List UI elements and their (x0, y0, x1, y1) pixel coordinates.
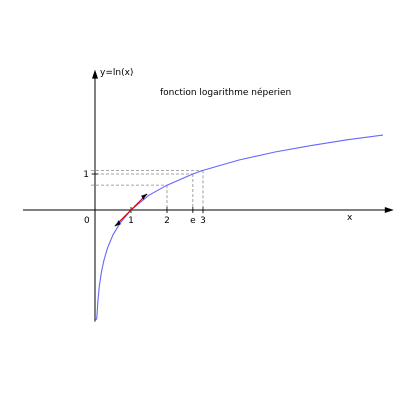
y-tick-label: 1 (83, 170, 89, 180)
axes (23, 69, 394, 322)
y-axis-label: y=ln(x) (100, 68, 133, 78)
guide-lines (91, 169, 204, 214)
x-axis-label: x (347, 213, 353, 223)
x-axis-arrow (384, 207, 394, 213)
y-axis-arrow (92, 69, 98, 79)
origin-label: 0 (84, 216, 90, 226)
labels: fonction logarithme néperien y=ln(x) x 0 (84, 68, 353, 226)
tangent-arrow-end (141, 193, 148, 200)
x-tick-label: 2 (164, 216, 170, 226)
x-tick-label: e (190, 216, 196, 226)
ln-curve (95, 134, 384, 321)
tangent-line (114, 193, 148, 227)
tangent-arrow-start (114, 220, 121, 227)
chart-title: fonction logarithme néperien (160, 87, 291, 98)
series (95, 134, 384, 321)
x-tick-label: 3 (200, 216, 206, 226)
x-tick-label: 1 (128, 216, 134, 226)
tangent (114, 193, 148, 227)
